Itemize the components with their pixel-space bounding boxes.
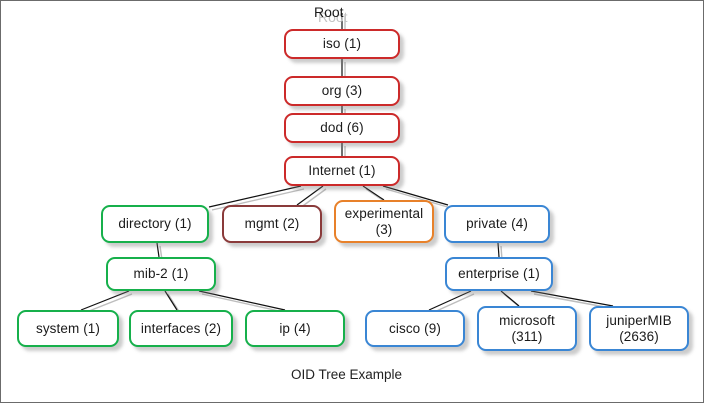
edge-internet-to-directory [208, 185, 302, 208]
tree-node-label: dod (6) [320, 120, 364, 136]
tree-node-iso[interactable]: iso (1) [284, 29, 400, 59]
edge-mib2-to-interfaces [164, 290, 178, 311]
tree-node-microsoft[interactable]: microsoft (311) [477, 306, 577, 351]
tree-node-label: private (4) [466, 216, 528, 232]
tree-node-label: iso (1) [322, 36, 362, 52]
root-label-text: Root [314, 4, 344, 20]
tree-node-label: experimental (3) [344, 205, 424, 237]
tree-node-mgmt[interactable]: mgmt (2) [222, 205, 322, 243]
edge-internet-to-experimental [362, 185, 385, 201]
tree-node-label: directory (1) [118, 216, 192, 232]
tree-node-enterprise[interactable]: enterprise (1) [445, 257, 553, 291]
tree-node-label: Internet (1) [308, 163, 376, 179]
tree-node-interfaces[interactable]: interfaces (2) [129, 310, 233, 347]
edge-directory-to-mib2 [156, 242, 160, 258]
tree-node-org[interactable]: org (3) [284, 76, 400, 106]
tree-node-label: interfaces (2) [140, 320, 222, 336]
edge-enterprise-to-microsoft [500, 290, 520, 307]
tree-node-label: system (1) [35, 320, 100, 336]
edge-enterprise-to-cisco [428, 290, 472, 311]
tree-node-label: microsoft (311) [499, 312, 555, 344]
root-label: Root Root [314, 4, 348, 25]
tree-node-label: mib-2 (1) [133, 266, 189, 282]
edge-mib2-to-system [80, 290, 130, 311]
tree-node-label: cisco (9) [389, 320, 441, 336]
tree-node-dod[interactable]: dod (6) [284, 113, 400, 143]
figure-caption: OID Tree Example [291, 367, 403, 382]
edge-enterprise-to-juniperMIB [530, 290, 614, 307]
tree-node-label: org (3) [321, 83, 363, 99]
tree-node-label: mgmt (2) [244, 216, 300, 232]
tree-node-system[interactable]: system (1) [17, 310, 119, 347]
edge-private-to-enterprise [497, 242, 500, 258]
tree-node-label: juniperMIB (2636) [606, 312, 672, 344]
tree-node-label: ip (4) [279, 320, 311, 336]
tree-node-label: enterprise (1) [458, 266, 540, 282]
tree-node-directory[interactable]: directory (1) [101, 205, 209, 243]
tree-node-private[interactable]: private (4) [444, 205, 550, 243]
tree-node-mib2[interactable]: mib-2 (1) [106, 257, 216, 291]
tree-node-juniperMIB[interactable]: juniperMIB (2636) [589, 306, 689, 351]
tree-node-cisco[interactable]: cisco (9) [365, 310, 465, 347]
tree-node-internet[interactable]: Internet (1) [284, 156, 400, 186]
edge-mib2-to-ip [198, 290, 286, 311]
tree-node-ip[interactable]: ip (4) [245, 310, 345, 347]
edge-internet-to-mgmt [296, 185, 324, 206]
tree-node-experimental[interactable]: experimental (3) [334, 200, 434, 243]
